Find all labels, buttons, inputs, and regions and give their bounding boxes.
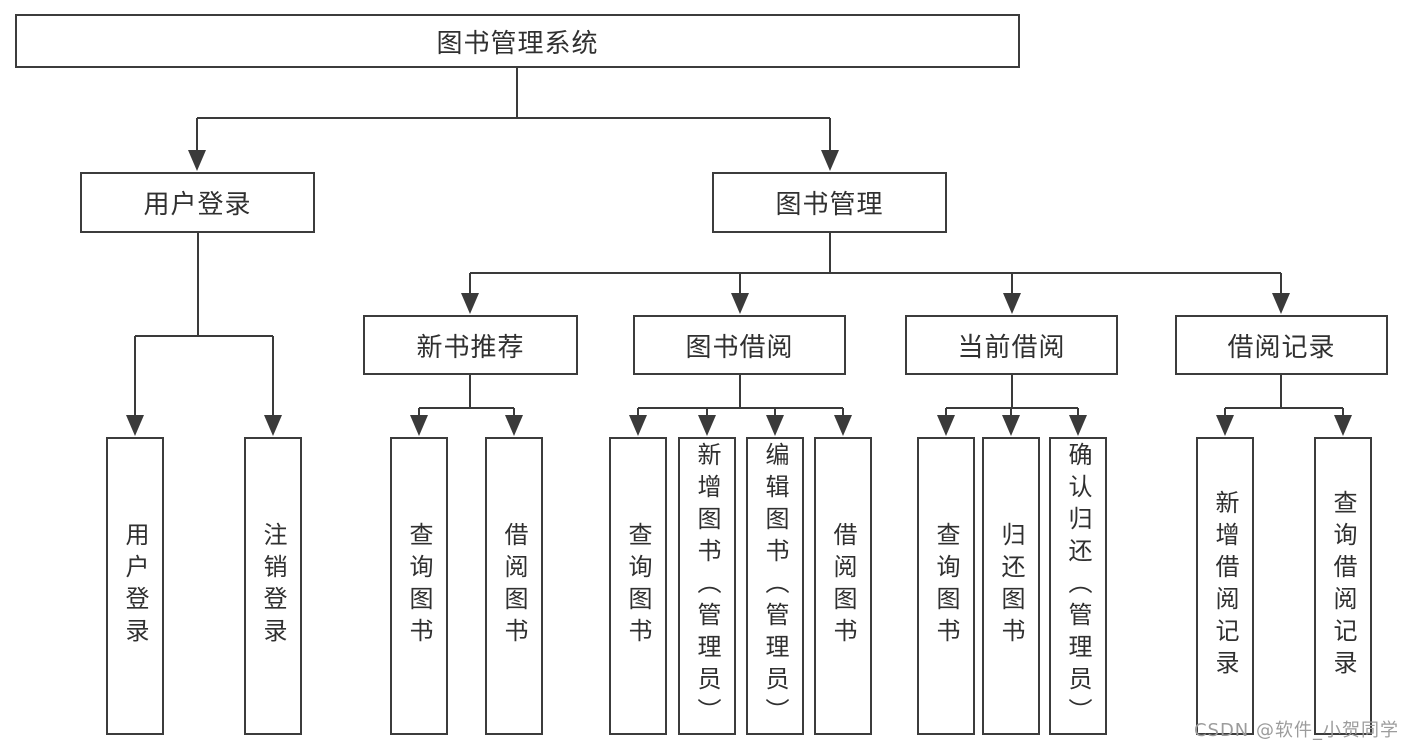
leaf-borrow-add-admin-label: 新增图书（管理员） <box>693 442 721 730</box>
node-user-login-label: 用户登录 <box>143 190 252 220</box>
node-user-login: 用户登录 <box>80 172 315 233</box>
leaf-newbooks-query-label: 查询图书 <box>405 522 433 650</box>
connector-new-books-to-leaves <box>410 375 523 436</box>
connector-borrow-records-to-leaves <box>1216 375 1352 436</box>
connector-root-to-level2 <box>188 68 839 171</box>
leaf-borrow-edit-admin-label: 编辑图书（管理员） <box>761 442 789 730</box>
leaf-current-confirm-admin: 确认归还（管理员） <box>1049 437 1107 735</box>
leaf-borrow-borrow: 借阅图书 <box>814 437 872 735</box>
node-book-mgmt-label: 图书管理 <box>775 190 884 220</box>
leaf-borrow-edit-admin: 编辑图书（管理员） <box>746 437 804 735</box>
leaf-newbooks-borrow: 借阅图书 <box>485 437 543 735</box>
leaf-logout-login-label: 注销登录 <box>259 522 287 650</box>
leaf-user-login-label: 用户登录 <box>121 522 149 650</box>
node-borrow-records: 借阅记录 <box>1175 315 1388 375</box>
connector-book-mgmt-to-level3 <box>461 233 1290 314</box>
node-borrow-records-label: 借阅记录 <box>1227 332 1336 363</box>
node-book-borrow: 图书借阅 <box>633 315 846 375</box>
leaf-borrow-add-admin: 新增图书（管理员） <box>678 437 736 735</box>
leaf-borrow-borrow-label: 借阅图书 <box>829 522 857 650</box>
leaf-current-return: 归还图书 <box>982 437 1040 735</box>
leaf-current-query: 查询图书 <box>917 437 975 735</box>
node-root-label: 图书管理系统 <box>436 28 599 59</box>
leaf-records-query: 查询借阅记录 <box>1314 437 1372 735</box>
node-book-borrow-label: 图书借阅 <box>685 332 794 363</box>
node-current-borrow: 当前借阅 <box>905 315 1118 375</box>
leaf-borrow-query-label: 查询图书 <box>624 522 652 650</box>
leaf-records-add: 新增借阅记录 <box>1196 437 1254 735</box>
leaf-user-login: 用户登录 <box>106 437 164 735</box>
csdn-watermark: CSDN @软件_小贺同学 <box>1193 720 1399 741</box>
leaf-current-return-label: 归还图书 <box>997 522 1025 650</box>
node-book-mgmt: 图书管理 <box>712 172 947 233</box>
connector-book-borrow-to-leaves <box>629 375 852 436</box>
node-new-books-label: 新书推荐 <box>416 332 525 363</box>
leaf-records-add-label: 新增借阅记录 <box>1211 490 1239 682</box>
leaf-records-query-label: 查询借阅记录 <box>1329 490 1357 682</box>
connector-user-login-to-leaves <box>126 233 282 436</box>
leaf-current-confirm-admin-label: 确认归还（管理员） <box>1064 442 1092 730</box>
connector-current-borrow-to-leaves <box>937 375 1087 436</box>
leaf-current-query-label: 查询图书 <box>932 522 960 650</box>
leaf-newbooks-borrow-label: 借阅图书 <box>500 522 528 650</box>
leaf-logout-login: 注销登录 <box>244 437 302 735</box>
node-new-books: 新书推荐 <box>363 315 578 375</box>
leaf-newbooks-query: 查询图书 <box>390 437 448 735</box>
leaf-borrow-query: 查询图书 <box>609 437 667 735</box>
node-current-borrow-label: 当前借阅 <box>957 332 1066 363</box>
node-root: 图书管理系统 <box>15 14 1020 68</box>
